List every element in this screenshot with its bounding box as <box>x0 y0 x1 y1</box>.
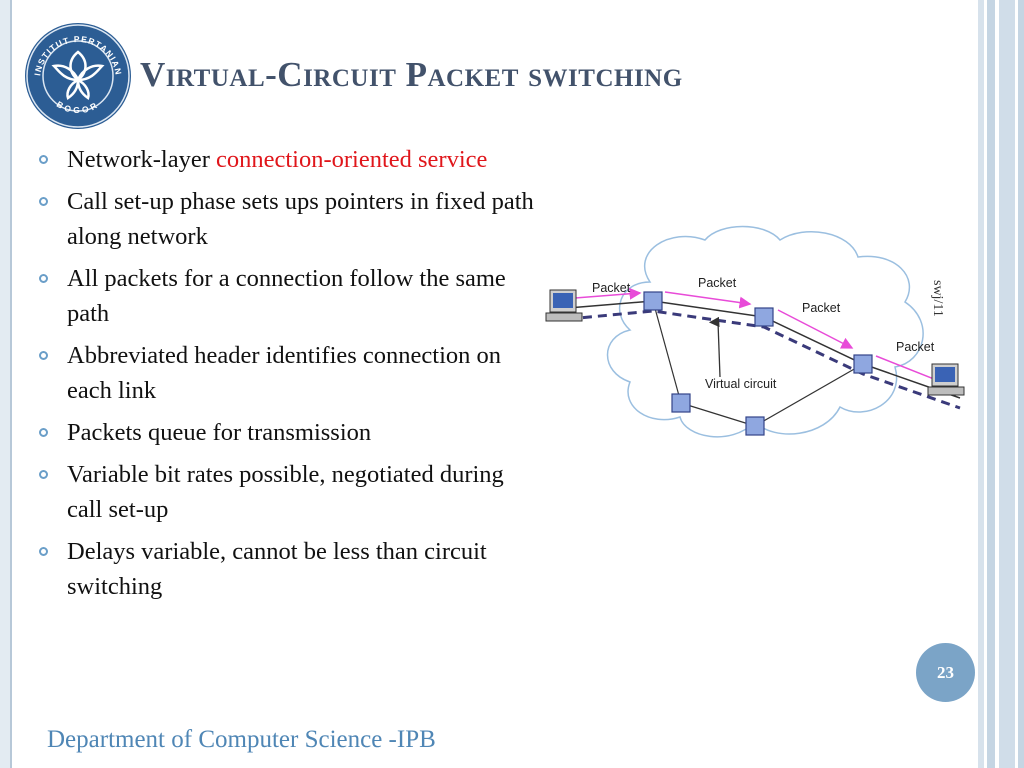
network-diagram: Packet Packet Packet Packet Virtual circ… <box>545 225 965 438</box>
bullet-icon <box>39 274 48 283</box>
bullet-icon <box>39 155 48 164</box>
switch-icon <box>643 291 663 311</box>
bullet-text: Abbreviated header identifies connection… <box>67 342 502 404</box>
bullet-item: Variable bit rates possible, negotiated … <box>38 457 538 527</box>
virtual-circuit-label: Virtual circuit <box>705 377 777 391</box>
packet-label: Packet <box>592 281 631 295</box>
bullet-text: Variable bit rates possible, negotiated … <box>67 461 504 523</box>
decor-stripe <box>999 0 1015 768</box>
bullet-icon <box>39 547 48 556</box>
decor-stripe <box>995 0 999 768</box>
ipb-logo: INSTITUT PERTANIAN BOGOR <box>25 23 131 129</box>
switch-icon <box>745 416 765 436</box>
decor-stripe <box>978 0 984 768</box>
bullet-item: Call set-up phase sets ups pointers in f… <box>38 184 538 254</box>
computer-icon <box>545 289 583 322</box>
decor-stripe <box>10 0 12 768</box>
bullet-icon <box>39 470 48 479</box>
switch-icon <box>671 393 691 413</box>
switch-icon <box>754 307 774 327</box>
slide-title: Virtual-Circuit Packet switching <box>140 55 683 94</box>
packet-label: Packet <box>802 301 841 315</box>
decor-stripe <box>984 0 987 768</box>
switch-icons <box>643 291 873 436</box>
bullet-icon <box>39 351 48 360</box>
virtual-circuit-path <box>567 309 961 410</box>
bullet-item: Packets queue for transmission <box>38 415 538 450</box>
bullet-item: Network-layer connection-oriented servic… <box>38 142 538 177</box>
bullet-text: All packets for a connection follow the … <box>67 265 506 327</box>
bullet-icon <box>39 197 48 206</box>
decor-stripe <box>1018 0 1024 768</box>
bullet-item: Delays variable, cannot be less than cir… <box>38 534 538 604</box>
switch-icon <box>853 354 873 374</box>
side-note: swj/11 <box>930 280 945 317</box>
decor-stripe <box>0 0 10 768</box>
bullet-highlight: connection-oriented service <box>215 146 488 173</box>
bullet-list: Network-layer connection-oriented servic… <box>38 142 538 611</box>
bullet-item: All packets for a connection follow the … <box>38 261 538 331</box>
network-cloud <box>606 225 924 438</box>
bullet-icon <box>39 428 48 437</box>
decor-stripe <box>987 0 995 768</box>
bullet-item: Abbreviated header identifies connection… <box>38 338 538 408</box>
bullet-text: Packets queue for transmission <box>67 419 372 446</box>
footer-text: Department of Computer Science -IPB <box>47 726 436 753</box>
bullet-text: Network-layer <box>67 146 216 173</box>
decor-stripe <box>1015 0 1018 768</box>
bullet-text: Call set-up phase sets ups pointers in f… <box>67 188 534 250</box>
computer-icon <box>927 363 965 396</box>
page-number-badge: 23 <box>916 643 975 702</box>
packet-label: Packet <box>896 340 935 354</box>
bullet-text: Delays variable, cannot be less than cir… <box>67 538 487 600</box>
packet-label: Packet <box>698 276 737 290</box>
